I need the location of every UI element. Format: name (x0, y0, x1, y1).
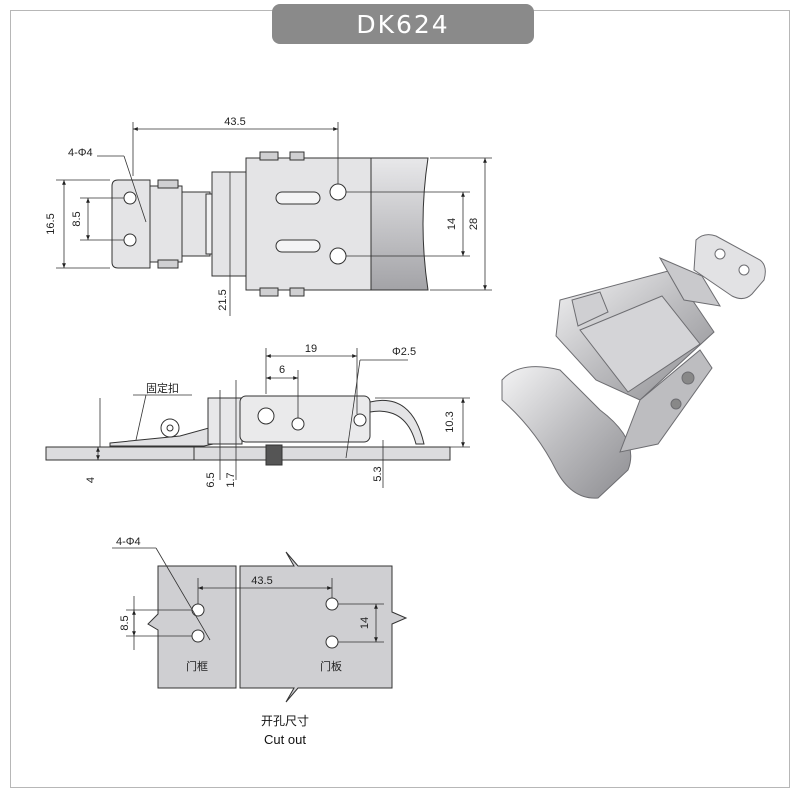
dim-side-6: 6 (279, 364, 285, 376)
dim-top-16-5: 16.5 (45, 213, 57, 234)
dim-side-5-3: 5.3 (372, 466, 384, 481)
top-view-dimensions (56, 122, 492, 316)
latch-product-image (501, 234, 766, 499)
dim-side-19: 19 (305, 343, 317, 355)
top-view (111, 151, 429, 297)
cutout-caption-en: Cut out (264, 732, 306, 747)
side-view-labels: 19 6 Φ2.5 固定扣 10.3 4 6.5 1.7 5.3 (85, 343, 456, 488)
model-title: DK624 (272, 4, 534, 44)
dim-top-width: 43.5 (224, 116, 245, 128)
label-door-panel: 门板 (320, 659, 342, 673)
dim-cutout-holes: 4-Φ4 (116, 536, 141, 548)
dim-cutout-width: 43.5 (251, 575, 272, 587)
dim-top-28: 28 (468, 218, 480, 230)
dim-cutout-8-5: 8.5 (119, 615, 131, 630)
dim-side-4: 4 (85, 477, 97, 483)
cutout-dimensions (112, 547, 384, 650)
dim-side-1-7: 1.7 (225, 472, 237, 487)
label-door-frame: 门框 (186, 659, 208, 673)
label-fixed-buckle: 固定扣 (146, 381, 179, 395)
buckle-plate (111, 179, 151, 269)
side-view-dimensions (96, 348, 470, 488)
latch-handle (501, 366, 632, 499)
cutout-labels: 43.5 4-Φ4 8.5 14 门框 门板 (116, 536, 371, 673)
dim-cutout-14: 14 (359, 617, 371, 629)
dim-side-10-3: 10.3 (444, 411, 456, 432)
dim-top-21-5: 21.5 (217, 289, 229, 310)
dim-top-8-5: 8.5 (71, 211, 83, 226)
dim-side-hole: Φ2.5 (392, 346, 416, 358)
side-view (45, 395, 451, 466)
cutout-caption-cn: 开孔尺寸 (260, 714, 309, 728)
base-plate (45, 446, 451, 461)
dim-side-6-5: 6.5 (205, 472, 217, 487)
dim-top-14: 14 (446, 218, 458, 230)
latch-buckle (693, 234, 766, 300)
dim-top-holes: 4-Φ4 (68, 147, 93, 159)
top-view-labels: 43.5 4-Φ4 16.5 8.5 14 28 21.5 (45, 116, 480, 311)
